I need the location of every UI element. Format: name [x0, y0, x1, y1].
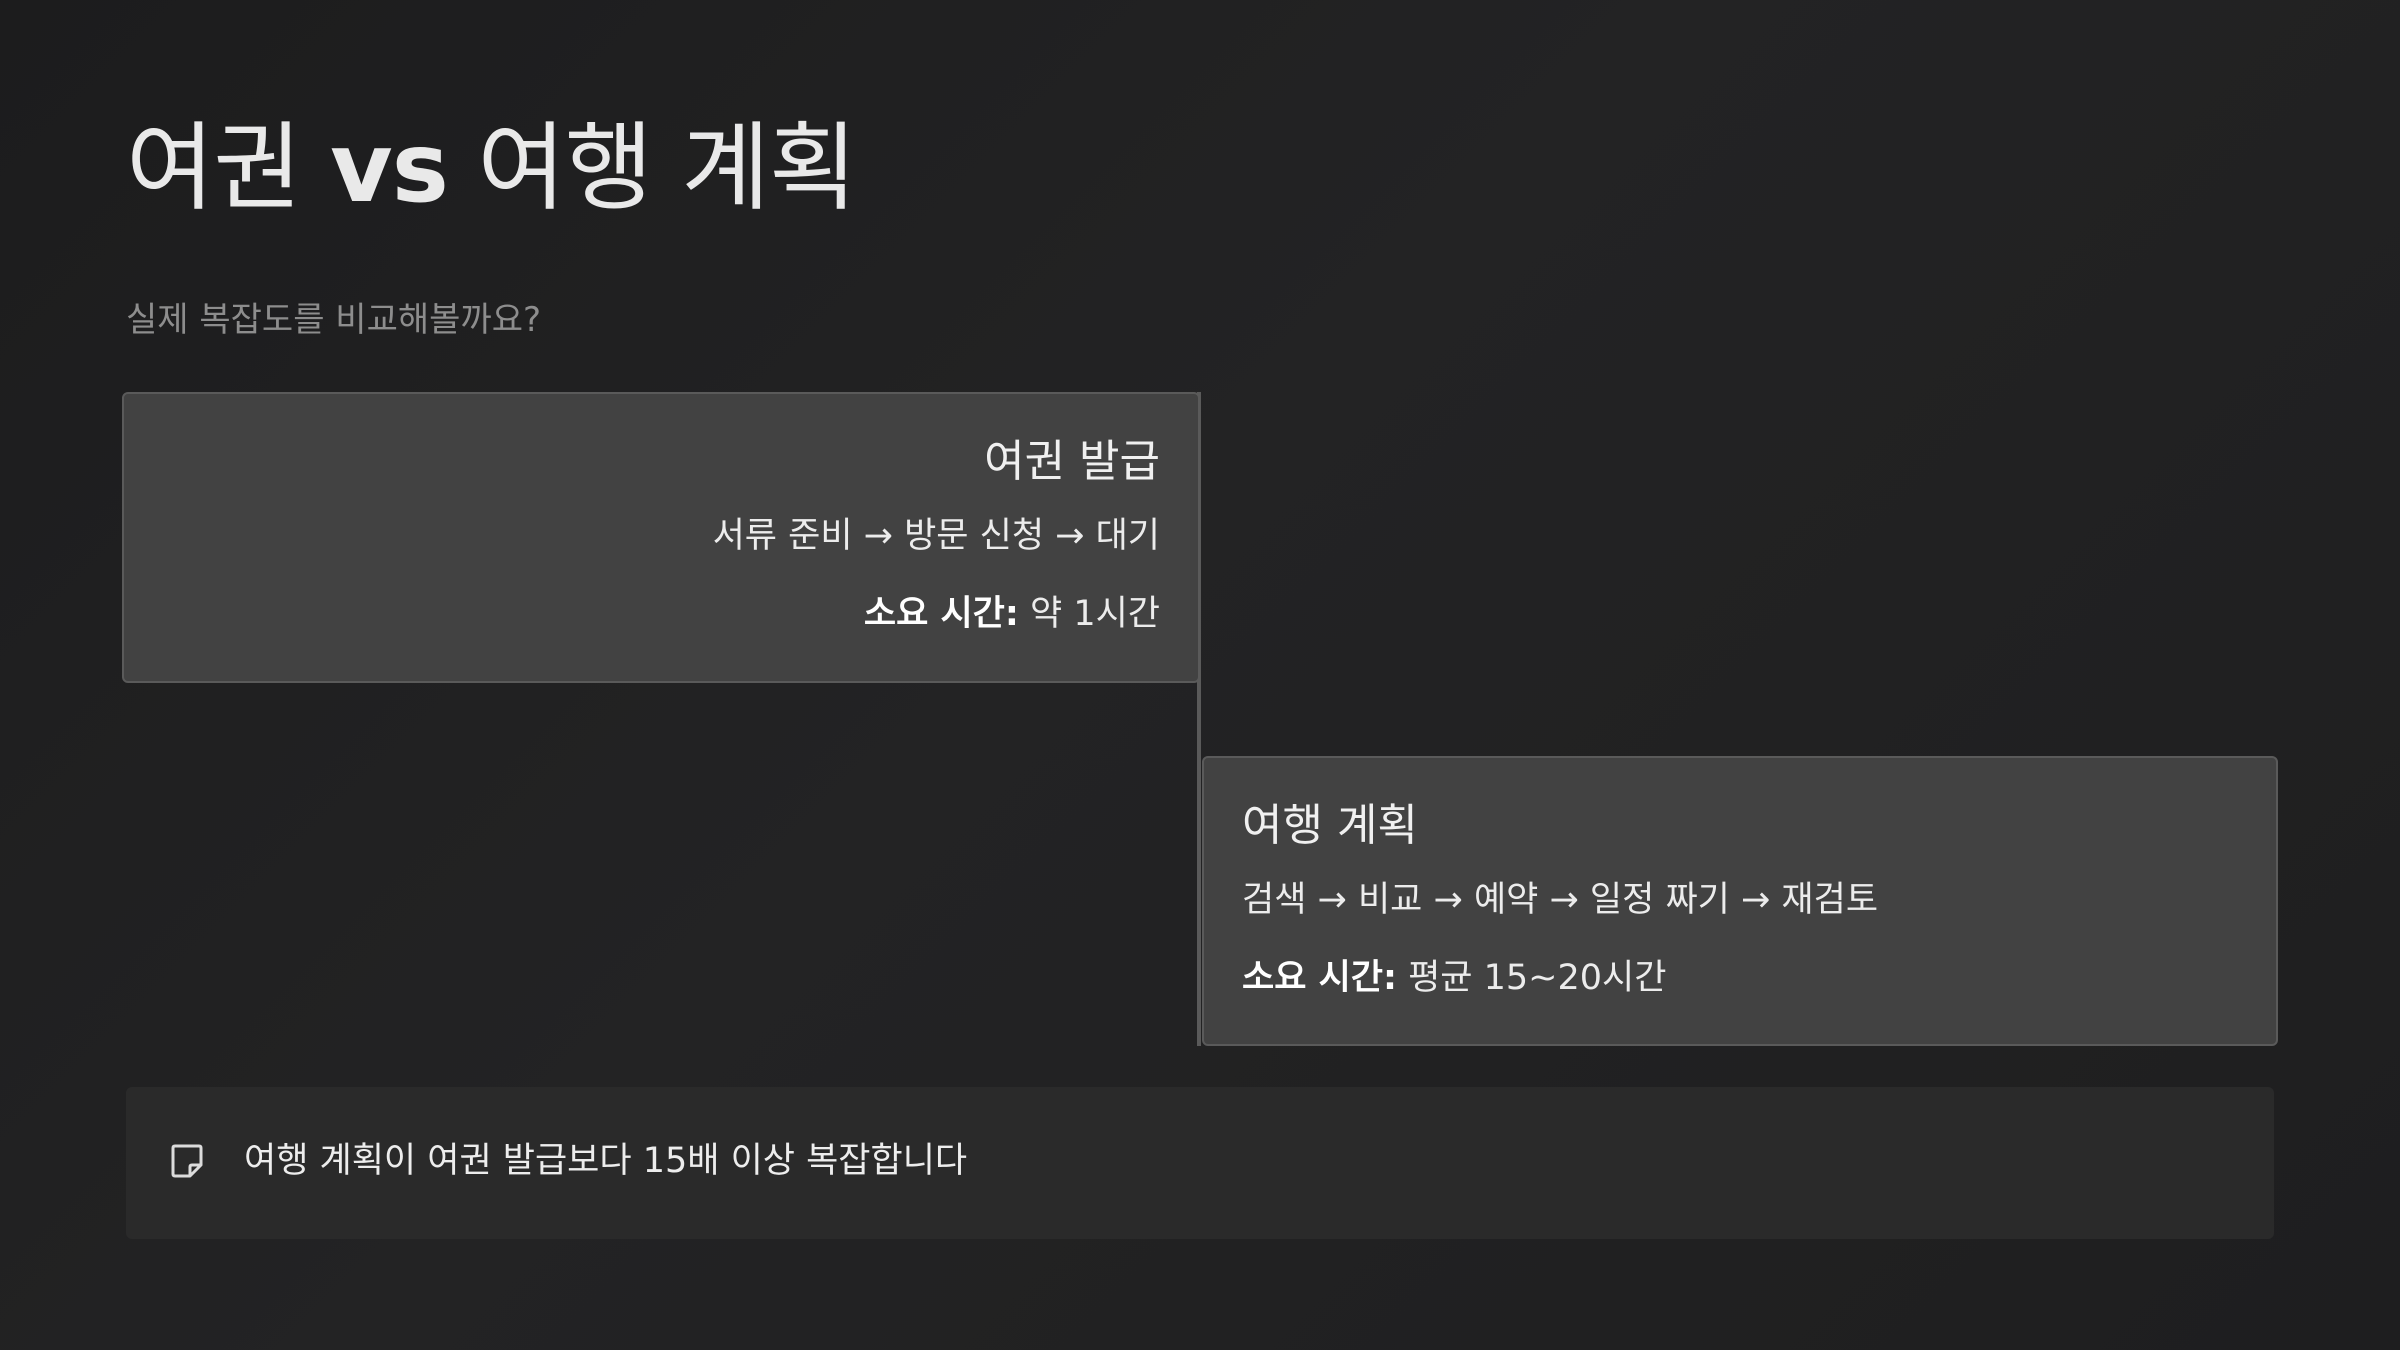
page-title: 여권 vs 여행 계획: [126, 108, 857, 228]
subtitle: 실제 복잡도를 비교해볼까요?: [126, 300, 542, 340]
summary-note-text: 여행 계획이 여권 발급보다 15배 이상 복잡합니다: [244, 1141, 968, 1181]
passport-time-value: 약 1시간: [1018, 594, 1160, 634]
passport-time-label: 소요 시간:: [863, 594, 1019, 634]
title-part-passport: 여권: [126, 112, 331, 224]
passport-card-steps: 서류 준비 → 방문 신청 → 대기: [712, 516, 1160, 556]
title-part-travel: 여행 계획: [447, 112, 857, 224]
travel-time-label: 소요 시간:: [1242, 958, 1397, 998]
travel-card: 여행 계획 검색 → 비교 → 예약 → 일정 짜기 → 재검토 소요 시간: …: [1202, 756, 2278, 1046]
travel-card-title: 여행 계획: [1242, 800, 1418, 851]
travel-card-steps: 검색 → 비교 → 예약 → 일정 짜기 → 재검토: [1242, 880, 1879, 920]
summary-note: 여행 계획이 여권 발급보다 15배 이상 복잡합니다: [126, 1087, 2274, 1239]
passport-card: 여권 발급 서류 준비 → 방문 신청 → 대기 소요 시간: 약 1시간: [122, 392, 1200, 683]
title-vs: vs: [330, 112, 449, 224]
sticky-note-icon: [171, 1144, 203, 1178]
passport-card-title: 여권 발급: [984, 436, 1160, 487]
passport-card-time: 소요 시간: 약 1시간: [124, 590, 1160, 638]
travel-card-time: 소요 시간: 평균 15~20시간: [1242, 954, 2276, 1002]
timeline-divider: [1197, 392, 1201, 1046]
travel-time-value: 평균 15~20시간: [1396, 958, 1667, 998]
